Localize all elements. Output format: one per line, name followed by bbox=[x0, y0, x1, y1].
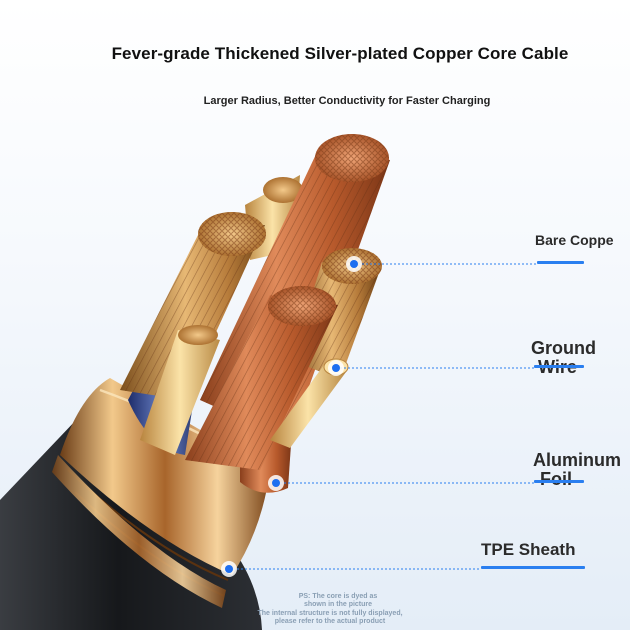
note-structure: The internal structure is not fully disp… bbox=[240, 610, 420, 626]
note-dye-line2: shown in the picture bbox=[303, 601, 373, 608]
callout-dot-aluminum-foil bbox=[268, 475, 284, 491]
note-structure-line1: The internal structure is not fully disp… bbox=[257, 610, 403, 617]
front-gold-conductor bbox=[140, 330, 220, 455]
underline-aluminum-foil bbox=[534, 480, 584, 483]
note-structure-line2: please refer to the actual product bbox=[274, 618, 386, 625]
ground-wire-rod bbox=[270, 362, 346, 448]
note-dye-line1: PS: The core is dyed as bbox=[298, 593, 378, 600]
label-aluminum-foil: Aluminum Foil bbox=[533, 451, 621, 489]
underline-tpe-sheath bbox=[481, 566, 585, 569]
label-tpe-sheath: TPE Sheath bbox=[481, 540, 576, 559]
page-title: Fever-grade Thickened Silver-plated Copp… bbox=[111, 44, 569, 63]
label-aluminum-foil-line1: Aluminum bbox=[533, 450, 621, 470]
callout-dot-ground-wire bbox=[328, 360, 344, 376]
label-aluminum-foil-line2: Foil bbox=[540, 469, 572, 489]
callout-dot-tpe-sheath bbox=[221, 561, 237, 577]
label-ground-wire: Ground Wire bbox=[531, 339, 596, 377]
callout-dot-bare-copper bbox=[346, 256, 362, 272]
label-bare-copper: Bare Coppe bbox=[535, 232, 614, 248]
note-dye: PS: The core is dyed as shown in the pic… bbox=[288, 593, 388, 609]
label-ground-wire-line1: Ground bbox=[531, 338, 596, 358]
callout-lines bbox=[229, 263, 537, 570]
page-subtitle: Larger Radius, Better Conductivity for F… bbox=[203, 95, 491, 107]
underline-ground-wire bbox=[534, 365, 584, 368]
underline-bare-copper bbox=[537, 261, 584, 264]
